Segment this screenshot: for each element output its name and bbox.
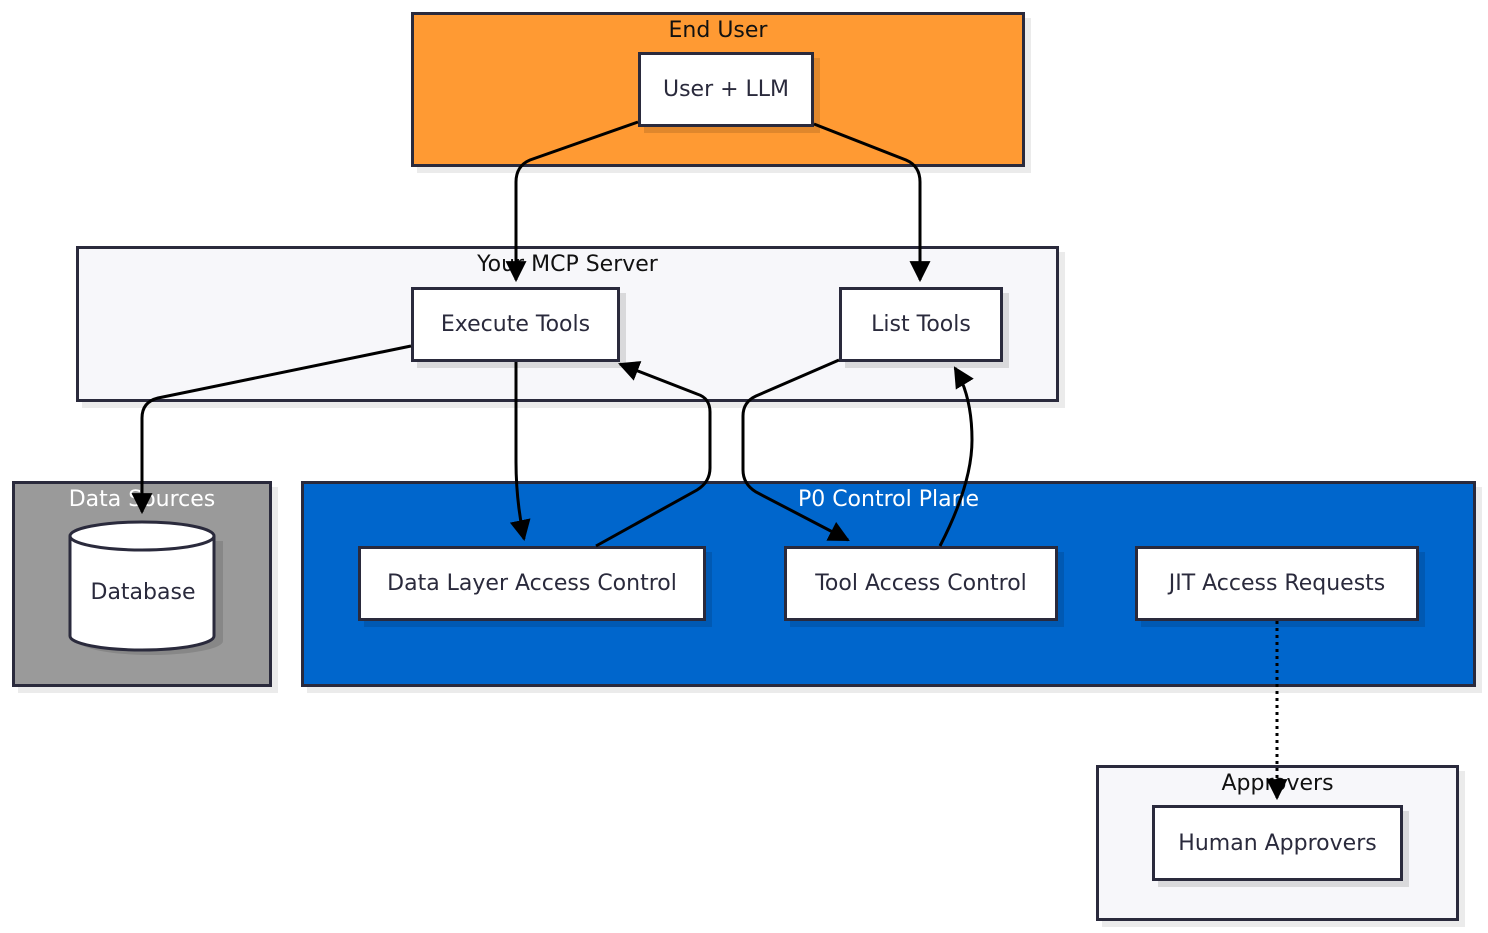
node-database[interactable]: Database: [66, 518, 223, 655]
group-title-approvers: Approvers: [1221, 771, 1334, 796]
node-tool-access-control[interactable]: Tool Access Control: [784, 546, 1058, 621]
database-cylinder-icon: [68, 520, 223, 655]
node-execute-tools[interactable]: Execute Tools: [411, 287, 620, 362]
node-database-label: Database: [90, 580, 196, 605]
group-end-user: End User: [411, 12, 1025, 167]
node-jit-access-requests[interactable]: JIT Access Requests: [1135, 546, 1419, 621]
group-title-end-user: End User: [668, 18, 768, 43]
group-title-p0-control-plane: P0 Control Plane: [797, 487, 980, 512]
node-data-layer-access-control[interactable]: Data Layer Access Control: [358, 546, 706, 621]
node-user-llm[interactable]: User + LLM: [638, 52, 814, 127]
group-title-mcp-server: Your MCP Server: [477, 252, 658, 277]
node-human-approvers[interactable]: Human Approvers: [1152, 805, 1403, 881]
group-title-data-sources: Data Sources: [68, 487, 216, 512]
node-list-tools[interactable]: List Tools: [839, 287, 1003, 362]
